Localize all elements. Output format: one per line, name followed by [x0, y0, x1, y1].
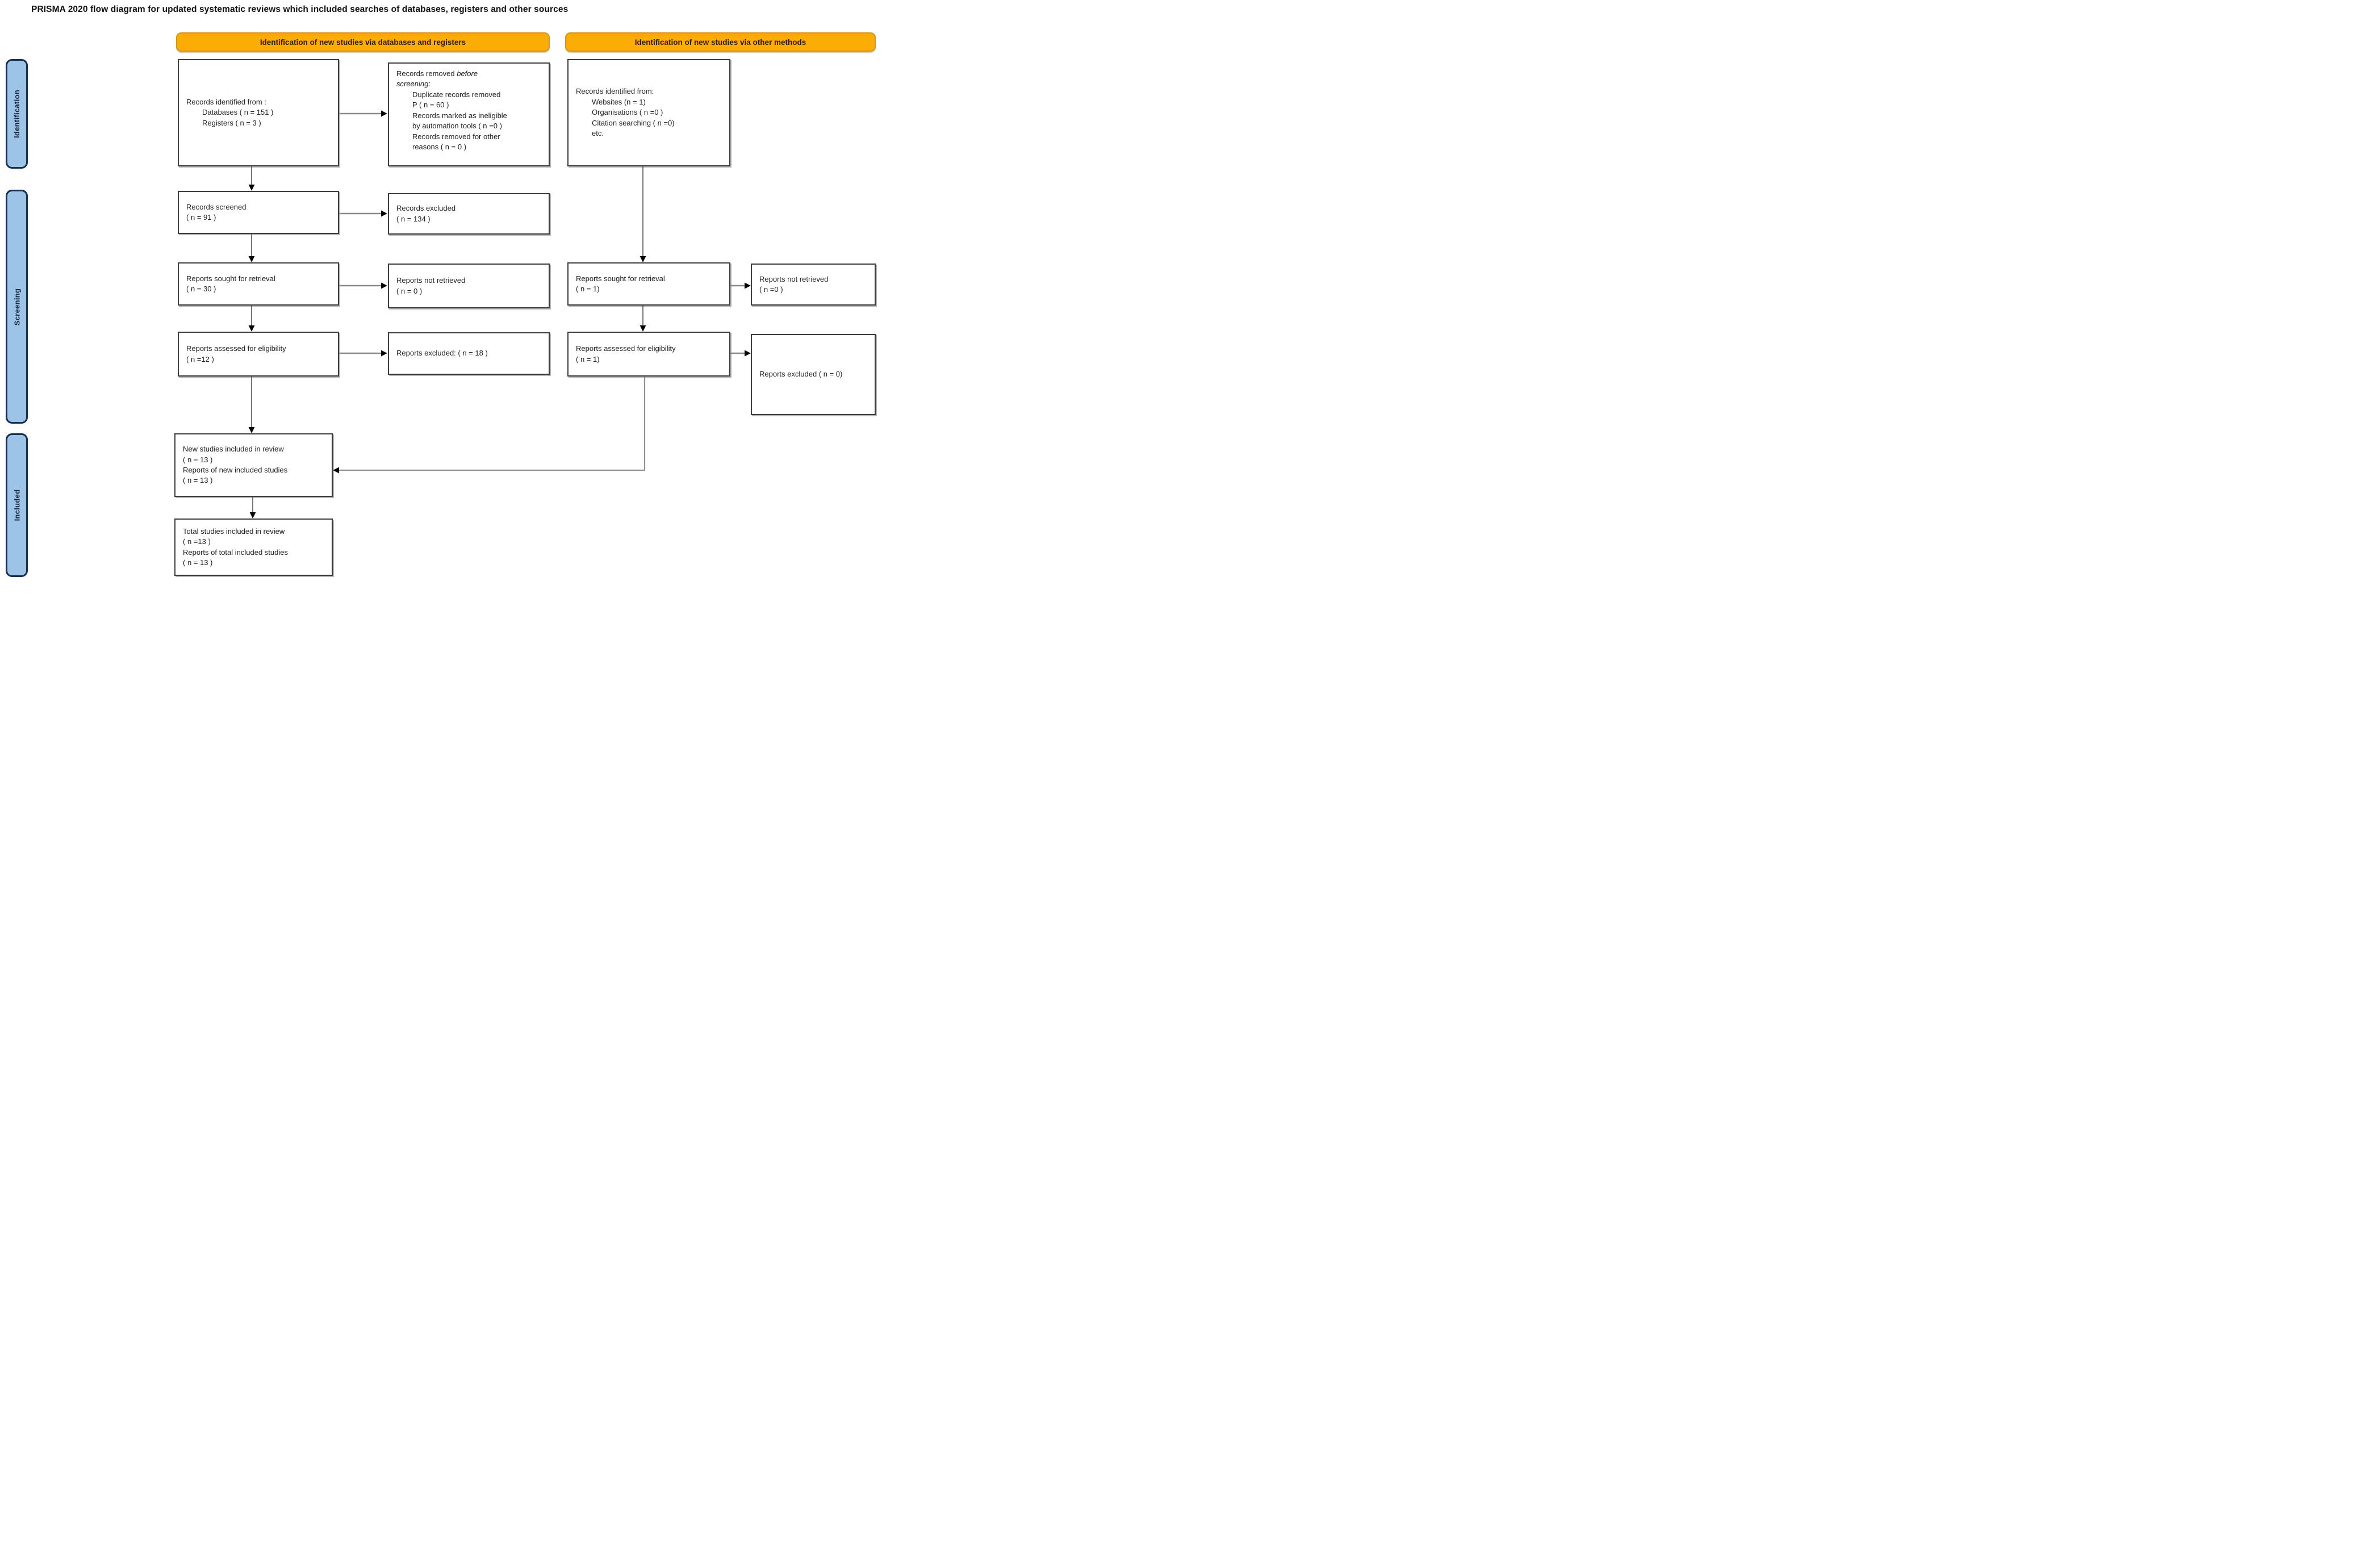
box-text-line: Reports sought for retrieval — [186, 274, 275, 283]
box-text-line: New studies included in review — [183, 445, 284, 454]
box-text-line: Databases ( n = 151 ) — [202, 108, 274, 117]
box-text-line: Citation searching ( n =0) — [592, 118, 675, 127]
box-records-screened: Records screened ( n = 91 ) — [178, 191, 339, 234]
prisma-flow-diagram: PRISMA 2020 flow diagram for updated sys… — [0, 0, 877, 579]
header-band-databases-registers: Identification of new studies via databa… — [176, 32, 550, 52]
header-band-other-label: Identification of new studies via other … — [634, 37, 806, 47]
box-text-line: Reports excluded: ( n = 18 ) — [396, 349, 488, 358]
box-text-line: ( n = 1) — [576, 354, 600, 363]
box-text-line: ( n = 13 ) — [183, 476, 213, 485]
stage-identification-label: Identification — [12, 89, 21, 139]
box-reports-sought-databases: Reports sought for retrieval ( n = 30 ) — [178, 262, 339, 306]
box-new-studies-included: New studies included in review ( n = 13 … — [174, 433, 333, 497]
box-text-line: ( n = 0 ) — [396, 286, 423, 295]
box-text-line: Registers ( n = 3 ) — [202, 118, 261, 127]
box-reports-not-retrieved-databases: Reports not retrieved ( n = 0 ) — [388, 264, 550, 308]
box-text-line: Reports not retrieved — [396, 276, 466, 285]
box-text-line: Reports of total included studies — [183, 547, 288, 557]
header-band-other-methods: Identification of new studies via other … — [565, 32, 876, 52]
stage-screening-label: Screening — [12, 288, 21, 325]
box-text-line: ( n = 134 ) — [396, 214, 431, 223]
stage-identification: Identification — [6, 59, 28, 169]
box-text-line: Records removed for other — [412, 132, 500, 141]
box-text-line: ( n =13 ) — [183, 537, 211, 546]
box-text-line: Reports assessed for eligibility — [576, 344, 676, 353]
box-reports-assessed-other: Reports assessed for eligibility ( n = 1… — [567, 332, 730, 377]
box-records-excluded: Records excluded ( n = 134 ) — [388, 193, 550, 235]
box-text-line: Reports not retrieved — [759, 274, 829, 283]
page-title: PRISMA 2020 flow diagram for updated sys… — [31, 5, 569, 14]
stage-included: Included — [6, 433, 28, 577]
box-text-line: Total studies included in review — [183, 526, 285, 536]
box-reports-excluded-other: Reports excluded ( n = 0) — [751, 334, 876, 415]
box-text-line: Organisations ( n =0 ) — [592, 108, 663, 117]
box-text-line: P ( n = 60 ) — [412, 101, 449, 110]
box-text-line: ( n =12 ) — [186, 354, 214, 363]
box-text-line: etc. — [592, 129, 604, 138]
box-text-line: by automation tools ( n =0 ) — [412, 122, 502, 131]
box-text-line: Records identified from: — [576, 87, 654, 96]
box-records-identified-databases: Records identified from : Databases ( n … — [178, 59, 339, 166]
box-text-line: Records removed before — [396, 69, 478, 78]
box-text-line: ( n = 30 ) — [186, 285, 216, 293]
header-band-databases-label: Identification of new studies via databa… — [260, 37, 466, 47]
box-records-identified-other: Records identified from: Websites (n = 1… — [567, 59, 730, 166]
box-reports-excluded-databases: Reports excluded: ( n = 18 ) — [388, 332, 550, 375]
box-text-line: ( n = 91 ) — [186, 213, 216, 221]
box-text-line: ( n =0 ) — [759, 285, 783, 294]
box-text-line: Records screened — [186, 202, 246, 211]
box-text-line: Reports excluded ( n = 0) — [759, 370, 843, 379]
arrow-other-assessed-to-new-studies — [333, 377, 646, 474]
box-text-line: ( n = 1) — [576, 285, 600, 293]
box-text-line: screening: — [396, 80, 431, 89]
box-text-line: Websites (n = 1) — [592, 97, 646, 106]
box-reports-not-retrieved-other: Reports not retrieved ( n =0 ) — [751, 264, 876, 306]
box-text-line: Records excluded — [396, 204, 456, 213]
box-text-line: Reports assessed for eligibility — [186, 344, 286, 353]
box-records-removed-before-screening: Records removed before screening: Duplic… — [388, 62, 550, 166]
box-text-line: ( n = 13 ) — [183, 558, 213, 567]
box-text-line: Reports of new included studies — [183, 466, 288, 474]
box-reports-assessed-databases: Reports assessed for eligibility ( n =12… — [178, 332, 339, 377]
box-text-line: Duplicate records removed — [412, 90, 501, 99]
box-total-studies-included: Total studies included in review ( n =13… — [174, 519, 333, 576]
box-text-line: Reports sought for retrieval — [576, 274, 665, 283]
box-text-line: Records identified from : — [186, 97, 266, 106]
box-text-line: ( n = 13 ) — [183, 455, 213, 464]
box-text-line: reasons ( n = 0 ) — [412, 143, 467, 152]
stage-screening: Screening — [6, 190, 28, 424]
box-reports-sought-other: Reports sought for retrieval ( n = 1) — [567, 262, 730, 306]
stage-included-label: Included — [12, 489, 22, 521]
box-text-line: Records marked as ineligible — [412, 111, 507, 120]
